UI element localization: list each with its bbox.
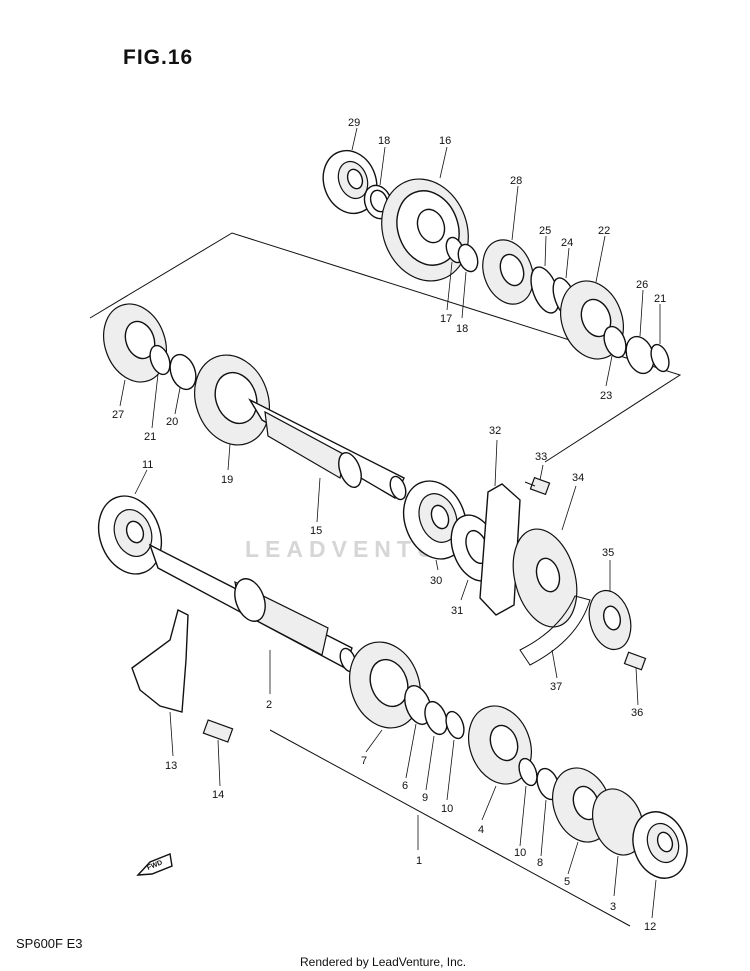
callout-17: 17: [440, 313, 452, 325]
drive-chain-37[interactable]: [519, 595, 591, 666]
callout-16: 16: [439, 135, 451, 147]
callout-10-lower: 10: [514, 847, 526, 859]
model-code: SP600F E3: [16, 936, 83, 951]
callout-35: 35: [602, 547, 614, 559]
callout-20: 20: [166, 416, 178, 428]
callout-5: 5: [564, 876, 570, 888]
callout-2: 2: [266, 699, 272, 711]
callout-13: 13: [165, 760, 177, 772]
gear-7[interactable]: [338, 632, 432, 738]
washer-18-upper[interactable]: [360, 182, 396, 223]
callout-25: 25: [539, 225, 551, 237]
callout-26: 26: [636, 279, 648, 291]
bearing-11[interactable]: [88, 487, 172, 583]
callout-3: 3: [610, 901, 616, 913]
callout-33: 33: [535, 451, 547, 463]
bolt-33[interactable]: [524, 476, 551, 496]
washer-9[interactable]: [421, 699, 451, 738]
plate-32[interactable]: [479, 483, 521, 616]
callout-31: 31: [451, 605, 463, 617]
callout-18-lower: 18: [456, 323, 468, 335]
circlip-10-upper[interactable]: [443, 709, 468, 741]
gear-28[interactable]: [474, 233, 542, 311]
bearing-12[interactable]: [624, 804, 696, 886]
bolt-36[interactable]: [623, 651, 647, 671]
callout-9: 9: [422, 792, 428, 804]
countershaft-group-frame: [89, 232, 682, 463]
gear-3[interactable]: [584, 782, 652, 862]
washer-18-lower[interactable]: [455, 242, 481, 274]
callout-37: 37: [550, 681, 562, 693]
circlip-21-right[interactable]: [648, 342, 673, 374]
leader-lines: [119, 127, 661, 919]
callout-10-upper: 10: [441, 803, 453, 815]
washer-20[interactable]: [166, 351, 201, 393]
driveshaft-group-frame: [269, 729, 631, 927]
callout-8: 8: [537, 857, 543, 869]
callout-4: 4: [478, 824, 484, 836]
callout-30: 30: [430, 575, 442, 587]
screw-14[interactable]: [202, 719, 234, 743]
callout-22: 22: [598, 225, 610, 237]
callout-7: 7: [361, 755, 367, 767]
callout-18-upper: 18: [378, 135, 390, 147]
driveshaft-2[interactable]: [148, 543, 359, 674]
callout-21-left: 21: [144, 431, 156, 443]
forward-arrow-icon: FWD: [136, 853, 173, 876]
gear-27[interactable]: [93, 295, 177, 391]
callout-11: 11: [142, 459, 153, 471]
callout-24: 24: [561, 237, 573, 249]
gear-16[interactable]: [368, 167, 483, 293]
callout-34: 34: [572, 472, 584, 484]
callout-19: 19: [221, 474, 233, 486]
callout-1: 1: [416, 855, 422, 867]
gear-4[interactable]: [458, 697, 542, 793]
gear-19[interactable]: [182, 344, 281, 455]
circlip-21-left[interactable]: [146, 343, 173, 377]
callout-36: 36: [631, 707, 643, 719]
callout-29: 29: [348, 117, 360, 129]
figure-title: FIG.16: [123, 46, 194, 69]
callout-27: 27: [112, 409, 124, 421]
circlip-10-lower[interactable]: [516, 756, 541, 788]
callout-labels: 1 2 3 4 5 6 7 8 9 10 10 11 12 13 14 15 1…: [112, 117, 666, 933]
callout-23: 23: [600, 390, 612, 402]
bearing-29[interactable]: [315, 143, 386, 221]
callout-28: 28: [510, 175, 522, 187]
callout-32: 32: [489, 425, 501, 437]
countershaft-15[interactable]: [248, 398, 409, 502]
callout-21-right: 21: [654, 293, 666, 305]
render-credit: Rendered by LeadVenture, Inc.: [300, 955, 467, 969]
sprocket-34[interactable]: [503, 522, 587, 634]
callout-12: 12: [644, 921, 656, 933]
bearing-retainer-13[interactable]: [131, 608, 189, 713]
washer-23[interactable]: [600, 324, 630, 361]
sprocket-plate-35[interactable]: [583, 586, 637, 654]
callout-14: 14: [212, 789, 224, 801]
callout-15: 15: [310, 525, 322, 537]
callout-6: 6: [402, 780, 408, 792]
